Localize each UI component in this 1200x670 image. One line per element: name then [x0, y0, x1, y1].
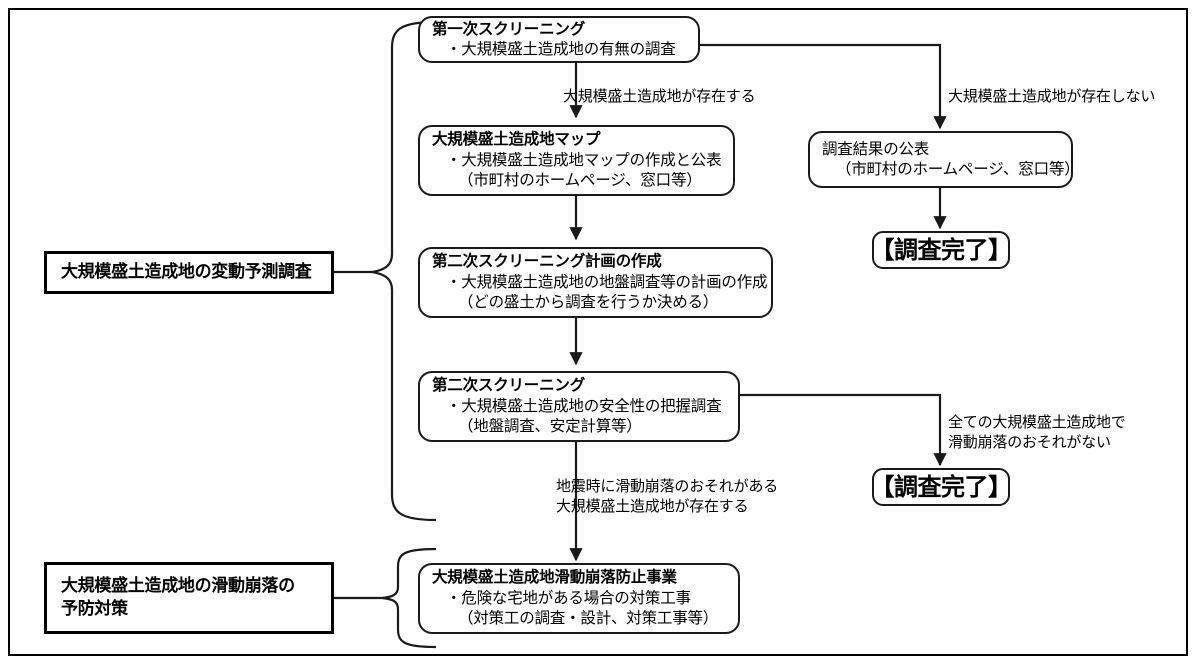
category-box-prediction: 大規模盛土造成地の変動予測調査	[44, 251, 334, 294]
node-publish-results-title: 調査結果の公表	[822, 139, 930, 158]
node-prevention-project-title: 大規模盛土造成地滑動崩落防止事業	[432, 568, 677, 587]
edge-label-no-risk-line-2: 滑動崩落のおそれがない	[948, 433, 1111, 452]
node-second-screening-plan: 第二次スクリーニング計画の作成 ・大規模盛土造成地の地盤調査等の計画の作成 （ど…	[418, 247, 773, 318]
node-publish-results-line-1: （市町村のホームページ、窓口等）	[836, 160, 1080, 178]
node-second-screening-line-2: （地盤調査、安定計算等）	[458, 417, 642, 436]
node-second-screening: 第二次スクリーニング ・大規模盛土造成地の安全性の把握調査 （地盤調査、安定計算…	[418, 371, 740, 442]
terminal-complete-1-label: 【調査完了】	[870, 236, 1013, 264]
node-second-screening-title: 第二次スクリーニング	[432, 376, 586, 395]
edge-label-exists: 大規模盛土造成地が存在する	[563, 86, 756, 106]
node-map-title: 大規模盛土造成地マップ	[432, 130, 601, 149]
edge-label-no-risk: 全ての大規模盛土造成地で 滑動崩落のおそれがない	[948, 412, 1126, 453]
node-second-screening-plan-line-1: ・大規模盛土造成地の地盤調査等の計画の作成	[446, 272, 768, 291]
node-first-screening-line-1: ・大規模盛土造成地の有無の調査	[446, 40, 676, 58]
node-second-screening-plan-line-2: （どの盛土から調査を行うか決める）	[458, 293, 719, 312]
node-second-screening-plan-title: 第二次スクリーニング計画の作成	[432, 252, 662, 271]
edge-label-not-exists: 大規模盛土造成地が存在しない	[948, 86, 1155, 106]
category-prediction-line-1: 大規模盛土造成地の変動予測調査	[61, 261, 312, 282]
edge-label-landslide-risk-line-2: 大規模盛土造成地が存在する	[556, 497, 749, 516]
node-first-screening: 第一次スクリーニング ・大規模盛土造成地の有無の調査	[418, 16, 700, 63]
diagram-outer-frame	[8, 8, 1188, 656]
node-prevention-project-line-1: ・危険な宅地がある場合の対策工事	[446, 588, 691, 607]
edge-label-no-risk-line-1: 全ての大規模盛土造成地で	[948, 413, 1126, 431]
category-box-prevention: 大規模盛土造成地の滑動崩落の 予防対策	[44, 562, 334, 634]
terminal-complete-2: 【調査完了】	[870, 468, 1013, 506]
node-map-line-2: （市町村のホームページ、窓口等）	[458, 171, 702, 190]
node-first-screening-title: 第一次スクリーニング	[432, 19, 586, 38]
terminal-complete-1: 【調査完了】	[870, 231, 1013, 269]
edge-label-landslide-risk: 地震時に滑動崩落のおそれがある 大規模盛土造成地が存在する	[556, 476, 778, 517]
node-publish-results: 調査結果の公表 （市町村のホームページ、窓口等）	[808, 131, 1080, 188]
node-map-line-1: ・大規模盛土造成地マップの作成と公表	[446, 150, 722, 169]
category-prevention-line-2: 予防対策	[61, 599, 128, 619]
node-prevention-project-line-2: （対策工の調査・設計、対策工事等）	[458, 609, 719, 628]
node-second-screening-line-1: ・大規模盛土造成地の安全性の把握調査	[446, 396, 722, 415]
node-map: 大規模盛土造成地マップ ・大規模盛土造成地マップの作成と公表 （市町村のホームペ…	[418, 125, 735, 196]
edge-label-not-exists-line-1: 大規模盛土造成地が存在しない	[948, 87, 1156, 105]
terminal-complete-2-label: 【調査完了】	[870, 473, 1013, 501]
node-prevention-project: 大規模盛土造成地滑動崩落防止事業 ・危険な宅地がある場合の対策工事 （対策工の調…	[418, 563, 740, 634]
edge-label-exists-line-1: 大規模盛土造成地が存在する	[563, 87, 756, 105]
category-prevention-line-1: 大規模盛土造成地の滑動崩落の	[61, 575, 295, 596]
edge-label-landslide-risk-line-1: 地震時に滑動崩落のおそれがある	[556, 477, 779, 495]
